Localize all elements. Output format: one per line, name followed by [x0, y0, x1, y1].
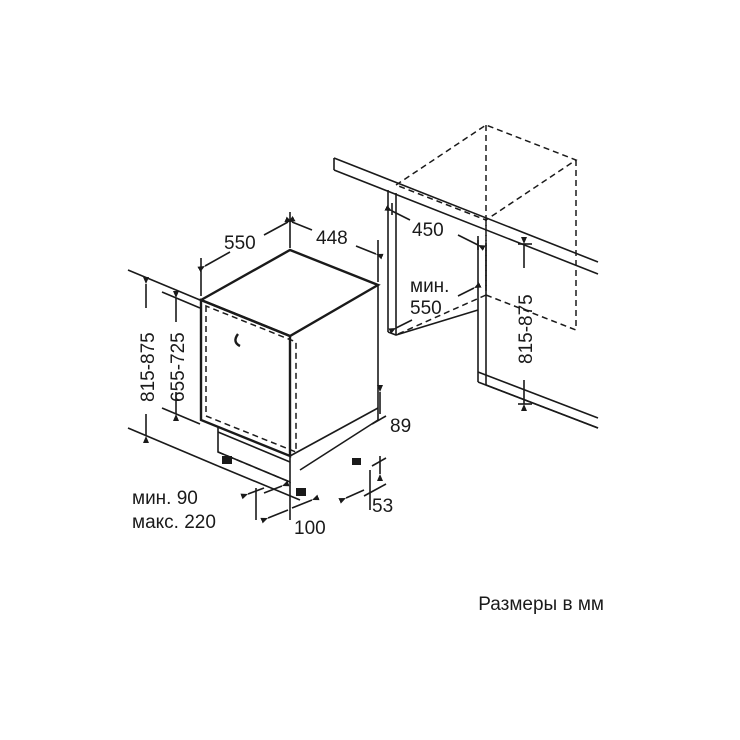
- niche-height-dimension: 815-875: [516, 237, 537, 411]
- niche-height-label: 815-875: [516, 294, 537, 364]
- niche-depth-dimension: мин. 550: [388, 276, 482, 334]
- foot-offset-label: 53: [372, 496, 393, 517]
- plinth-depth-label: 100: [294, 518, 326, 539]
- niche-width-dimension: 450: [384, 203, 486, 251]
- dishwasher-body: [198, 248, 381, 496]
- niche-width-label: 450: [412, 220, 444, 241]
- units-caption: Размеры в мм: [478, 594, 604, 615]
- body-height-range-label: 655-725: [168, 332, 189, 402]
- niche-drawing: [333, 124, 599, 429]
- depth-label: 550: [224, 233, 256, 254]
- door-gap-dimension: мин. 90 макс. 220 100: [132, 465, 326, 539]
- door-gap-min-label: мин. 90: [132, 488, 198, 509]
- depth-dimension: 550: [197, 212, 296, 296]
- niche-depth-min-label: мин.: [410, 276, 449, 297]
- width-dimension: 448: [284, 216, 384, 282]
- height-range-label: 815-875: [138, 332, 159, 402]
- plinth-height-label: 89: [390, 416, 411, 437]
- height-dimensions: 815-875 655-725: [127, 269, 219, 467]
- door-gap-max-label: макс. 220: [132, 512, 216, 533]
- width-label: 448: [316, 228, 348, 249]
- plinth-height-dimension: 89 53: [338, 385, 411, 517]
- niche-depth-value: 550: [410, 298, 442, 319]
